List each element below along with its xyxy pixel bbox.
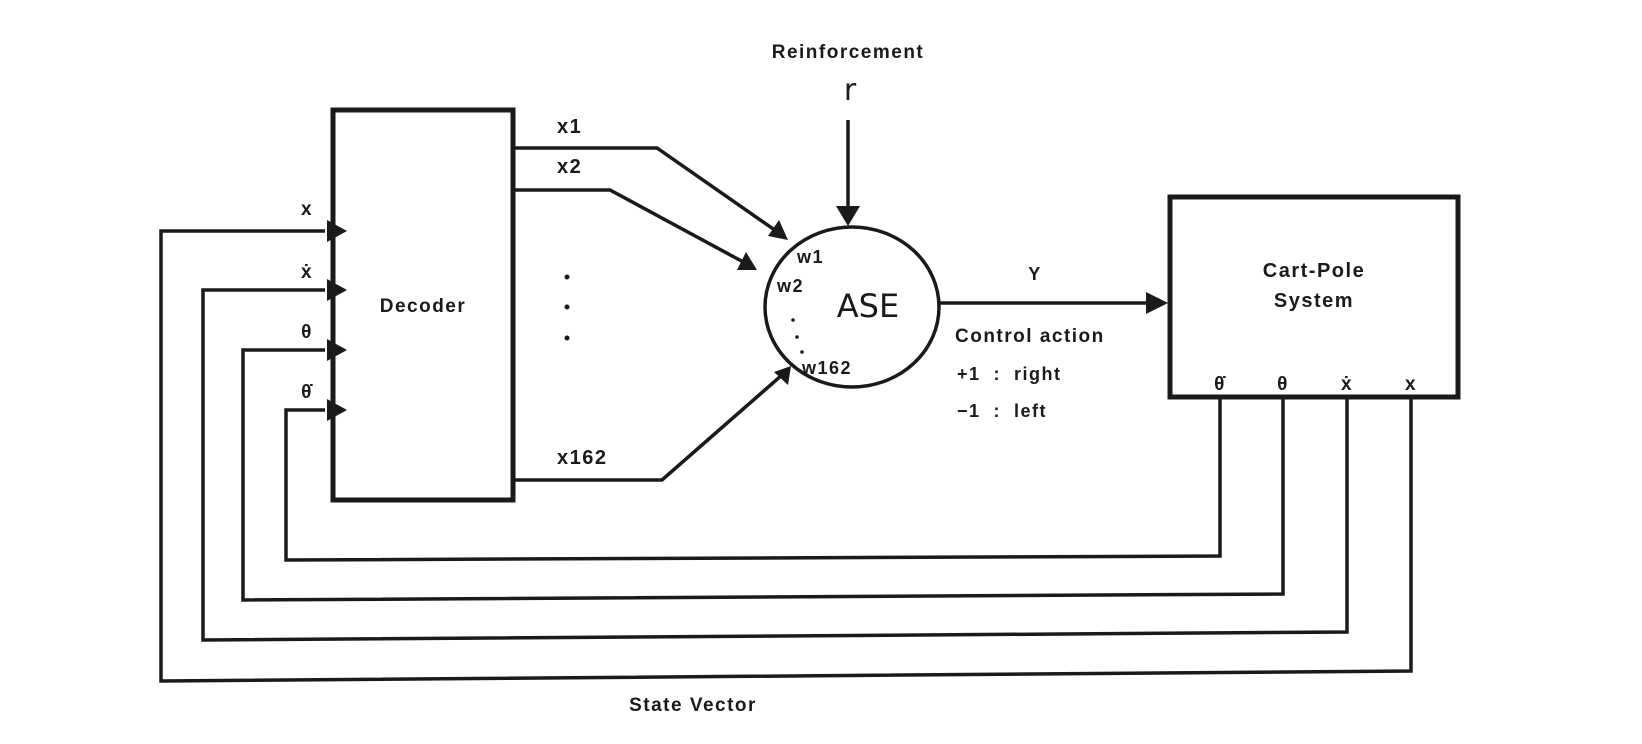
cart-pole-label-line1: Cart-Pole: [1263, 260, 1365, 282]
wire-x1: [513, 146, 781, 235]
arrowhead-input-theta-dot: [327, 399, 347, 421]
feedback-wire-theta-dot: [284, 397, 1222, 562]
cart-pole-label-line2: System: [1274, 290, 1354, 312]
weight-w1-label: w1: [796, 247, 824, 267]
weight-ellipsis: [791, 318, 804, 354]
plant-output-theta-dot: θ̇: [1214, 374, 1226, 395]
weight-w162-label: w162: [801, 358, 852, 378]
arrowhead-input-theta: [327, 339, 347, 361]
output-symbol-y: Y: [1028, 264, 1042, 284]
decoder-block: [330, 107, 516, 503]
weight-w2-label: w2: [776, 276, 804, 296]
action-left-label: −1 : left: [957, 401, 1047, 421]
output-x1-label: x1: [557, 116, 582, 138]
feedback-wire-x-dot: [201, 288, 1349, 642]
ase-label: ASE: [837, 287, 899, 325]
plant-output-x: x: [1405, 374, 1417, 395]
output-ellipsis: [564, 274, 570, 341]
input-x-dot-label: ẋ: [301, 262, 313, 283]
wire-x2: [513, 188, 748, 266]
state-vector-label: State Vector: [629, 695, 757, 716]
reinforcement-arrowhead: [836, 206, 860, 226]
ase-neuron: [763, 225, 941, 389]
input-x-label: x: [301, 199, 313, 220]
action-right-label: +1 : right: [957, 364, 1062, 384]
input-theta-label: θ: [301, 322, 313, 343]
feedback-wire-theta: [241, 348, 1285, 602]
control-output-arrowhead: [1146, 292, 1168, 314]
output-x2-label: x2: [557, 156, 582, 178]
cart-pole-block: [1167, 194, 1461, 400]
plant-output-x-dot: ẋ: [1341, 374, 1353, 395]
reinforcement-symbol: r: [844, 73, 857, 108]
input-theta-dot-label: θ̇: [301, 382, 313, 403]
reinforcement-label: Reinforcement: [772, 42, 925, 63]
arrowhead-input-x-dot: [327, 279, 347, 301]
plant-output-theta: θ: [1277, 374, 1289, 395]
arrowhead-input-x: [327, 220, 347, 242]
wire-x162: [513, 373, 784, 482]
arrowhead-x1: [768, 220, 788, 240]
control-action-label: Control action: [955, 326, 1105, 347]
decoder-label: Decoder: [380, 296, 467, 317]
feedback-wire-x: [159, 229, 1413, 683]
arrowhead-x162: [774, 366, 791, 385]
output-x162-label: x162: [557, 447, 608, 469]
arrowhead-x2: [737, 252, 757, 270]
